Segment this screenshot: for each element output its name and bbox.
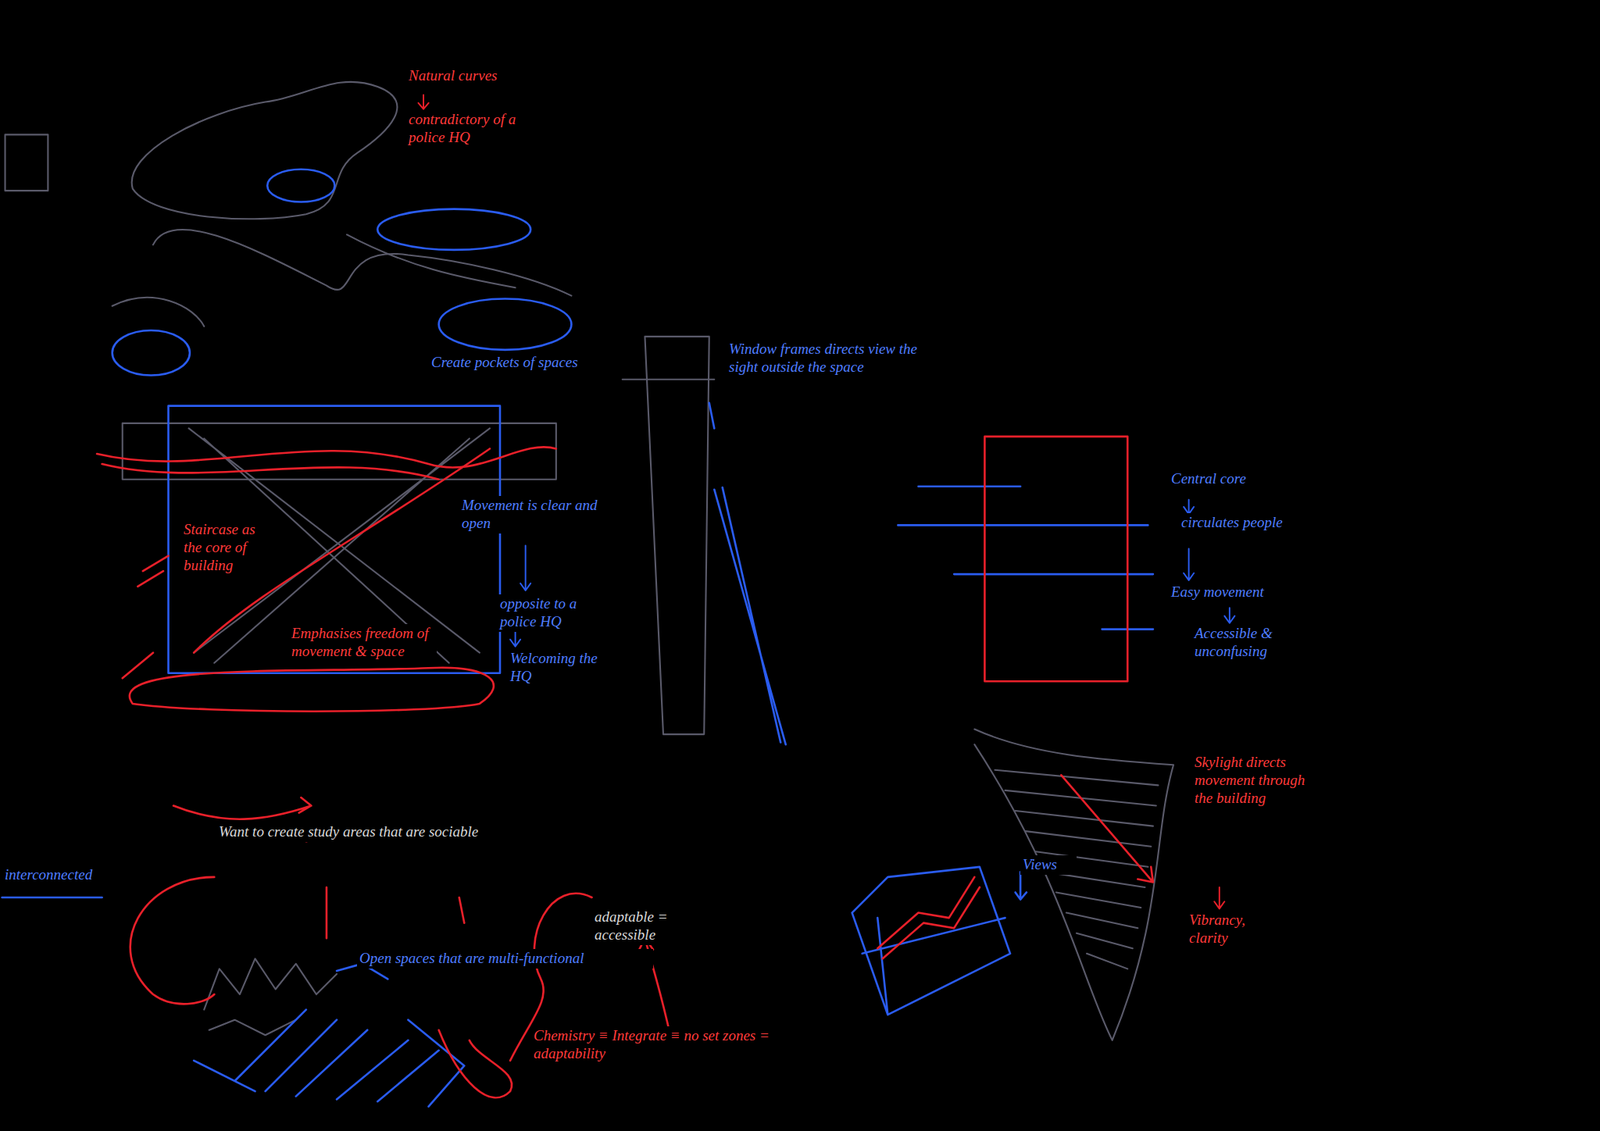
handwritten-note: Open spaces that are multi-functional [357, 949, 654, 969]
handwritten-note: Create pockets of spaces [428, 353, 593, 373]
handwritten-note: Accessible & unconfusing [1192, 624, 1330, 662]
handwritten-note: circulates people [1178, 513, 1297, 533]
handwritten-note: Skylight directs movement through the bu… [1192, 753, 1315, 808]
handwritten-note: opposite to a police HQ [497, 594, 615, 633]
handwritten-note: Window frames directs view the sight out… [726, 339, 936, 378]
handwritten-note: contradictory of a police HQ [406, 110, 550, 148]
handwritten-note: Central core [1168, 469, 1297, 490]
handwritten-note: Movement is clear and open [459, 496, 608, 534]
handwritten-note: Want to create study areas that are soci… [216, 822, 564, 843]
handwritten-note: Views [1020, 855, 1077, 875]
handwritten-note: interconnected [2, 865, 105, 886]
handwritten-note: adaptable = accessible [592, 907, 730, 946]
handwritten-note: Natural curves [406, 66, 560, 86]
handwritten-note: Staircase as the core of building [181, 520, 263, 575]
handwritten-note: Chemistry ≡ Integrate ≡ no set zones = a… [531, 1026, 797, 1065]
handwritten-note: Vibrancy, clarity [1186, 910, 1284, 949]
handwritten-note: Emphasises freedom of movement & space [289, 624, 437, 662]
handwritten-note: Welcoming the HQ [507, 649, 615, 687]
handwritten-note: Easy movement [1168, 582, 1317, 603]
